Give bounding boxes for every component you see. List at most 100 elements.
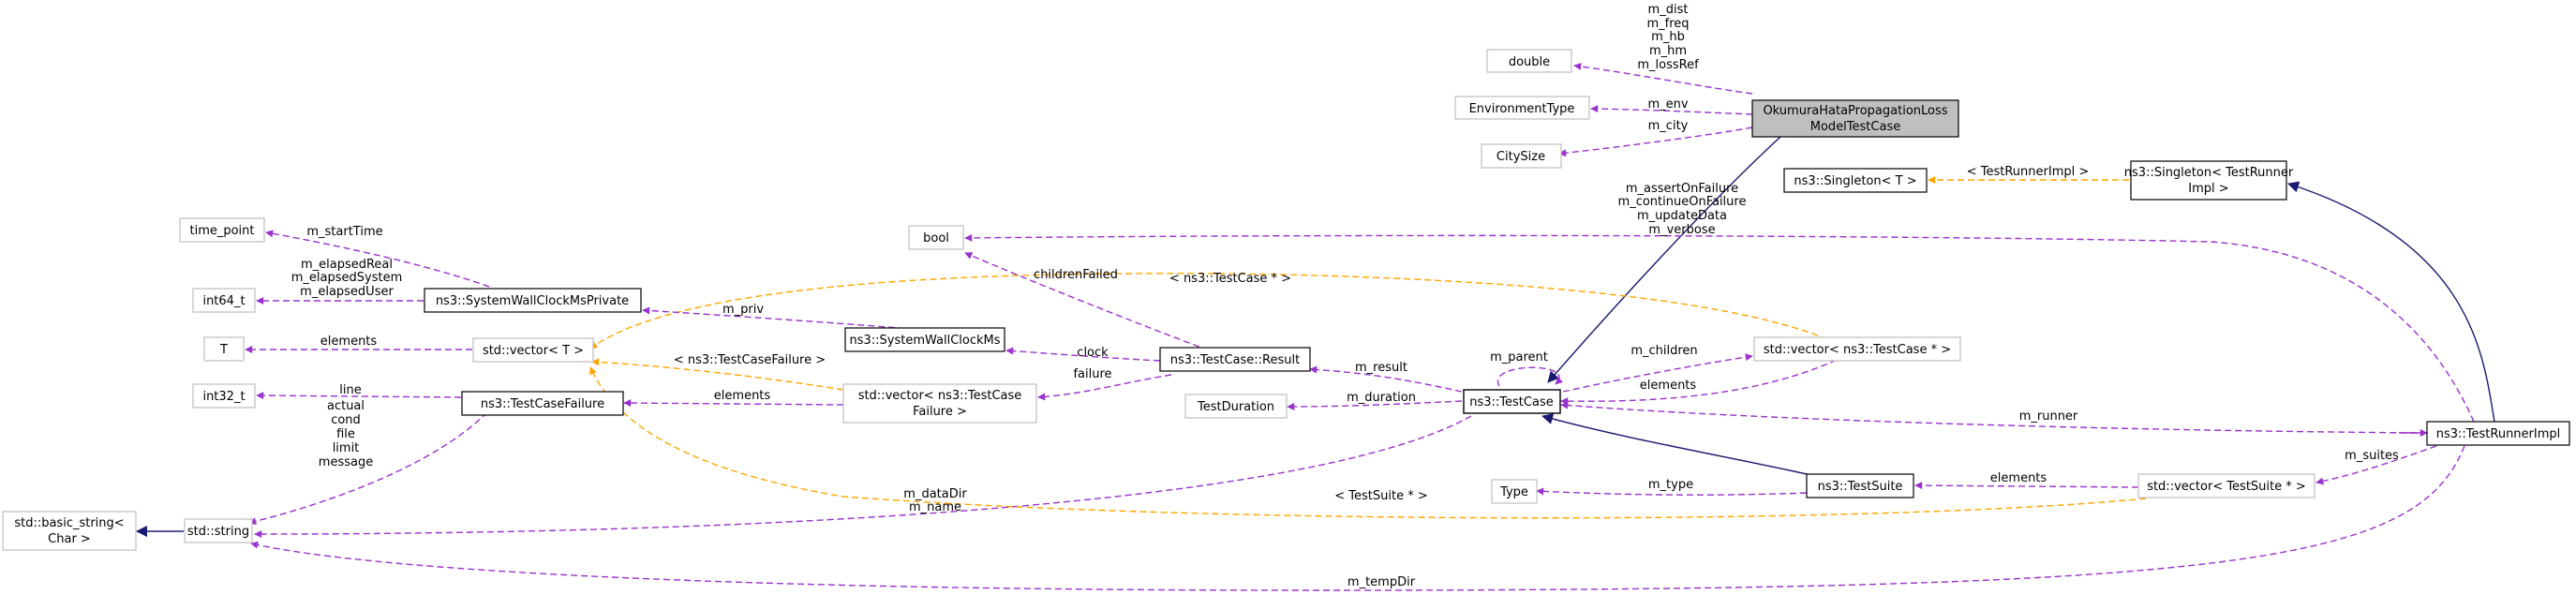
edge-label-result-bool: childrenFailed bbox=[1034, 268, 1118, 282]
node-type[interactable]: Type bbox=[1491, 479, 1538, 504]
edge-testcase-result bbox=[1309, 365, 1463, 393]
node-testcase-label: ns3::TestCase bbox=[1469, 395, 1553, 409]
node-std-string-label: std::string bbox=[187, 525, 249, 539]
node-singleton-testrunner[interactable]: ns3::Singleton< TestRunner Impl > bbox=[2124, 160, 2294, 201]
node-vector-testcase-ptr-label: std::vector< ns3::TestCase * > bbox=[1764, 343, 1951, 357]
node-time-point[interactable]: time_point bbox=[179, 217, 265, 243]
node-t[interactable]: T bbox=[203, 336, 245, 362]
node-city-size[interactable]: CitySize bbox=[1481, 143, 1562, 169]
edge-label-vectortcp-template: < ns3::TestCase * > bbox=[1169, 272, 1291, 286]
node-basic-string[interactable]: std::basic_string< Char > bbox=[2, 511, 137, 551]
edge-label-okumura-env: m_env bbox=[1647, 97, 1688, 112]
edge-label-runner-bool-2: m_continueOnFailure bbox=[1618, 195, 1747, 209]
node-testcase-result-label: ns3::TestCase::Result bbox=[1170, 353, 1300, 367]
node-type-label: Type bbox=[1499, 485, 1528, 499]
node-singleton-t[interactable]: ns3::Singleton< T > bbox=[1783, 168, 1928, 193]
edge-label-testcase-duration: m_duration bbox=[1347, 391, 1416, 405]
edge-label-okumura-double-3: m_hb bbox=[1651, 30, 1685, 44]
node-double-label: double bbox=[1509, 55, 1550, 69]
node-system-wall-clock-ms[interactable]: ns3::SystemWallClockMs bbox=[844, 327, 1005, 352]
edge-testsuite-type bbox=[1536, 487, 1808, 496]
edge-label-vectortcp-elements: elements bbox=[1640, 379, 1697, 393]
node-singleton-t-label: ns3::Singleton< T > bbox=[1794, 174, 1916, 188]
edge-result-vectortcf bbox=[1037, 374, 1172, 401]
edge-label-okumura-double-1: m_dist bbox=[1648, 3, 1689, 17]
node-vector-t[interactable]: std::vector< T > bbox=[472, 337, 594, 363]
node-vector-testsuite-ptr-label: std::vector< TestSuite * > bbox=[2147, 480, 2306, 494]
edge-label-okumura-city: m_city bbox=[1648, 119, 1689, 133]
edge-label-okumura-double-2: m_freq bbox=[1646, 17, 1689, 31]
edge-result-swcm bbox=[1005, 347, 1161, 362]
node-bool-label: bool bbox=[923, 231, 949, 245]
edge-label-singleton-template: < TestRunnerImpl > bbox=[1967, 165, 2090, 179]
node-singleton-testrunner-label-1: ns3::Singleton< TestRunner bbox=[2124, 166, 2294, 180]
node-testcase[interactable]: ns3::TestCase bbox=[1463, 389, 1561, 414]
edge-runner-testcase bbox=[1560, 401, 2428, 434]
node-int64[interactable]: int64_t bbox=[192, 288, 256, 313]
edge-label-swcmp-int64-1: m_elapsedReal bbox=[301, 258, 393, 272]
node-bool[interactable]: bool bbox=[908, 225, 964, 250]
edge-label-vectorts-template: < TestSuite * > bbox=[1334, 489, 1427, 503]
node-okumura-label-1: OkumuraHataPropagationLoss bbox=[1763, 104, 1947, 118]
edge-testcase-string bbox=[254, 415, 1472, 538]
edge-vectortcf-template bbox=[591, 358, 844, 391]
node-time-point-label: time_point bbox=[189, 224, 254, 238]
edge-swcmp-timepoint bbox=[265, 230, 490, 288]
node-swcm-label: ns3::SystemWallClockMs bbox=[849, 334, 1000, 348]
edge-vectortcp-testcase bbox=[1560, 359, 1838, 406]
node-test-suite-label: ns3::TestSuite bbox=[1818, 480, 1903, 494]
edge-label-testcase-result: m_result bbox=[1355, 361, 1407, 375]
edge-label-vectortcf-elements: elements bbox=[714, 389, 771, 403]
edge-label-vectort-t: elements bbox=[320, 335, 378, 349]
edge-label-tcf-string-3: file bbox=[336, 427, 355, 441]
node-test-suite[interactable]: ns3::TestSuite bbox=[1806, 473, 1914, 498]
edge-okumura-inherits-testcase bbox=[1547, 136, 1781, 383]
edge-runner-bool bbox=[964, 233, 2475, 423]
edge-label-tcf-string-1: actual bbox=[327, 399, 365, 413]
edge-label-swcmp-int64-3: m_elapsedUser bbox=[300, 285, 394, 299]
node-test-runner-impl[interactable]: ns3::TestRunnerImpl bbox=[2426, 421, 2570, 446]
edge-label-okumura-double-4: m_hm bbox=[1649, 44, 1687, 58]
edge-label-vectorts-elements: elements bbox=[1990, 471, 2047, 485]
edge-label-runner-bool-3: m_updateData bbox=[1637, 209, 1727, 223]
edge-label-runner-testcase: m_runner bbox=[2019, 409, 2078, 424]
node-testcase-result[interactable]: ns3::TestCase::Result bbox=[1159, 347, 1311, 372]
node-city-size-label: CitySize bbox=[1496, 150, 1545, 164]
edge-testcase-duration bbox=[1287, 400, 1463, 410]
node-environment-type[interactable]: EnvironmentType bbox=[1454, 96, 1590, 120]
node-double[interactable]: double bbox=[1486, 49, 1572, 73]
edge-label-tcf-int32: line bbox=[339, 383, 361, 397]
node-vector-testcase-failure[interactable]: std::vector< ns3::TestCase Failure > bbox=[842, 383, 1037, 424]
edge-label-testcase-string-2: m_name bbox=[909, 500, 961, 514]
node-int32-label: int32_t bbox=[202, 390, 245, 404]
node-test-duration[interactable]: TestDuration bbox=[1184, 394, 1288, 419]
node-environment-type-label: EnvironmentType bbox=[1469, 102, 1575, 116]
node-test-duration-label: TestDuration bbox=[1197, 400, 1274, 414]
node-std-string[interactable]: std::string bbox=[184, 518, 253, 543]
edge-okumura-double bbox=[1573, 62, 1753, 95]
node-vector-testsuite-ptr[interactable]: std::vector< TestSuite * > bbox=[2137, 473, 2315, 498]
edge-vectortcf-tcf bbox=[623, 399, 844, 408]
edge-tcf-string bbox=[248, 411, 488, 526]
node-swcmp-label: ns3::SystemWallClockMsPrivate bbox=[436, 294, 629, 308]
node-vector-testcase-ptr[interactable]: std::vector< ns3::TestCase * > bbox=[1753, 336, 1961, 362]
edge-runner-string bbox=[250, 445, 2465, 591]
edge-label-swcmp-int64-2: m_elapsedSystem bbox=[291, 271, 403, 285]
node-testcase-failure-label: ns3::TestCaseFailure bbox=[481, 397, 604, 411]
node-testcase-failure[interactable]: ns3::TestCaseFailure bbox=[461, 391, 624, 416]
node-vector-tcf-label-2: Failure > bbox=[913, 405, 967, 419]
edge-label-swcm-swcmp: m_priv bbox=[722, 303, 764, 317]
node-test-runner-impl-label: ns3::TestRunnerImpl bbox=[2436, 427, 2561, 441]
node-basic-string-label-1: std::basic_string< bbox=[14, 516, 124, 530]
edge-runner-inherits-singleton bbox=[2287, 181, 2495, 423]
edge-runner-suites bbox=[2315, 445, 2437, 485]
node-okumura-test-case[interactable]: OkumuraHataPropagationLoss ModelTestCase bbox=[1751, 99, 1959, 138]
edge-label-runner-string: m_tempDir bbox=[1348, 575, 1416, 589]
edge-label-vectortcf-template: < ns3::TestCaseFailure > bbox=[674, 353, 826, 367]
node-system-wall-clock-ms-private[interactable]: ns3::SystemWallClockMsPrivate bbox=[424, 288, 642, 313]
edge-tcf-int32 bbox=[256, 392, 462, 400]
edge-label-testcase-string-1: m_dataDir bbox=[903, 487, 967, 501]
edge-testsuite-inherits-testcase bbox=[1541, 413, 1824, 479]
node-int32[interactable]: int32_t bbox=[192, 383, 256, 409]
